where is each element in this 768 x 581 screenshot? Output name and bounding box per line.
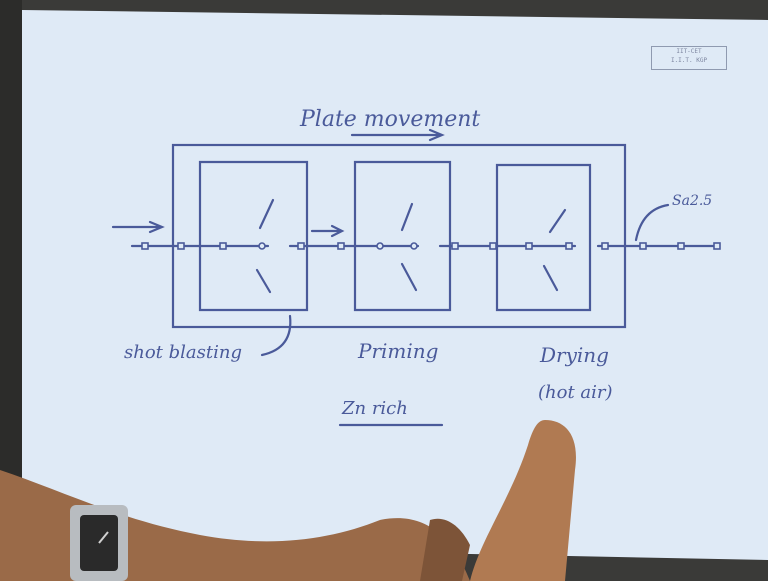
watermark-line-2: I.I.T. KGP <box>652 56 726 65</box>
stage-label-priming: Priming <box>357 339 438 363</box>
diagram-title: Plate movement <box>299 107 480 132</box>
watermark-line-1: IIT-CET <box>652 47 726 56</box>
paper-sheet <box>22 10 768 560</box>
stage-label-shot-blasting: shot blasting <box>124 342 242 363</box>
drying-note: (hot air) <box>538 382 613 403</box>
standard-label: Sa2.5 <box>672 193 712 209</box>
primer-note: Zn rich <box>341 398 408 419</box>
watermark-logo: IIT-CET I.I.T. KGP <box>651 46 727 70</box>
wristwatch <box>70 505 128 581</box>
stage-label-drying: Drying <box>539 343 609 367</box>
